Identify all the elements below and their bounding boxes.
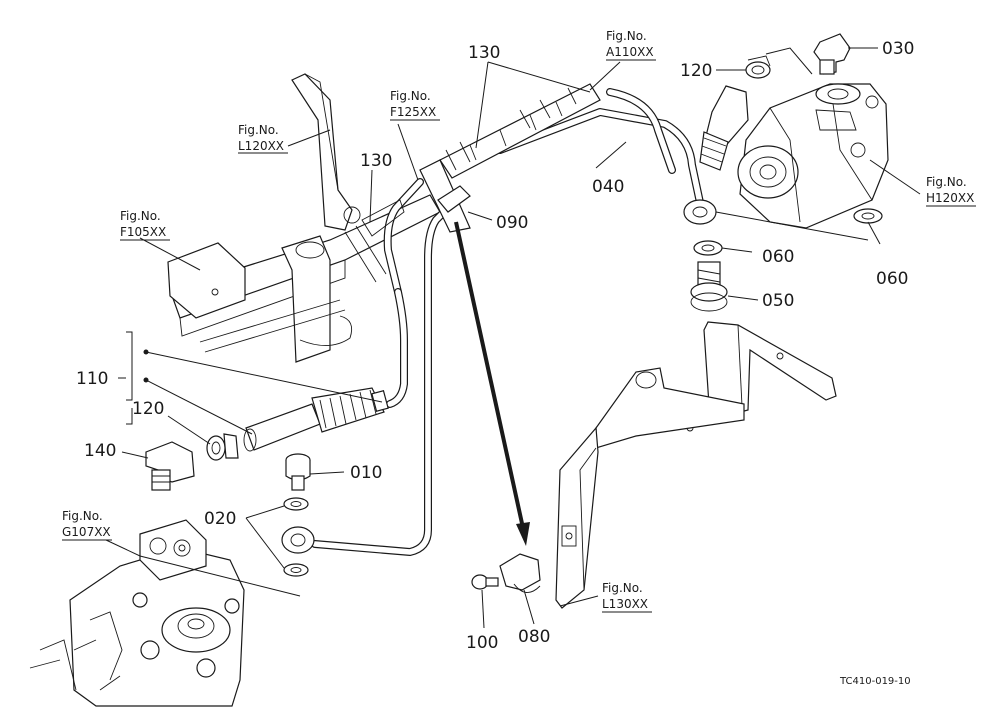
hose-top-right <box>699 85 749 171</box>
part-label-130-left: 130 <box>360 151 392 171</box>
part-label-050: 050 <box>762 291 794 311</box>
bolt-100 <box>471 574 499 590</box>
pump-h120 <box>737 83 889 229</box>
part-label-090: 090 <box>496 213 528 233</box>
part-label-140: 140 <box>84 441 116 461</box>
frame-bracket <box>167 73 441 363</box>
bolt-010 <box>285 453 311 491</box>
svg-text:Fig.No.: Fig.No. <box>606 29 647 43</box>
washer-060-upper <box>853 208 883 224</box>
figure-ref-h120: Fig.No. H120XX <box>926 175 976 207</box>
pipe-040 <box>496 108 706 216</box>
banjo-eye-upper <box>683 199 717 225</box>
drawing-code: TC410-019-10 <box>839 676 911 687</box>
svg-text:A110XX: A110XX <box>606 45 654 59</box>
part-label-040: 040 <box>592 177 624 197</box>
assembly-arrow <box>454 221 530 546</box>
svg-text:L120XX: L120XX <box>238 139 284 153</box>
banjo-bolt-050 <box>690 261 728 312</box>
svg-text:Fig.No.: Fig.No. <box>238 123 279 137</box>
leader-lines <box>105 47 921 629</box>
svg-text:G107XX: G107XX <box>62 525 111 539</box>
svg-text:F105XX: F105XX <box>120 225 166 239</box>
svg-text:Fig.No.: Fig.No. <box>62 509 103 523</box>
figure-ref-a110: Fig.No. A110XX <box>606 29 656 61</box>
elbow-fitting-140 <box>145 441 195 491</box>
washer-020-lower <box>283 563 309 577</box>
part-label-120-left: 120 <box>132 399 164 419</box>
pipe-090 <box>311 194 462 556</box>
svg-text:Fig.No.: Fig.No. <box>602 581 643 595</box>
part-label-010: 010 <box>350 463 382 483</box>
part-label-120-top: 120 <box>680 61 712 81</box>
washer-060-lower <box>693 240 723 256</box>
hose-clamp-120-top <box>745 55 771 79</box>
svg-text:Fig.No.: Fig.No. <box>120 209 161 223</box>
hose-clamp-120-left <box>206 433 239 461</box>
right-bracket <box>555 321 837 609</box>
pipe-upper-return <box>606 88 676 174</box>
banjo-eye-lower <box>281 526 315 554</box>
hose-fitting-090 <box>437 185 471 213</box>
part-label-130-top: 130 <box>468 43 500 63</box>
svg-text:F125XX: F125XX <box>390 105 436 119</box>
pump-g107 <box>29 519 245 707</box>
part-label-100: 100 <box>466 633 498 653</box>
pipe-mid-return <box>383 178 424 408</box>
part-label-030: 030 <box>882 39 914 59</box>
svg-text:L130XX: L130XX <box>602 597 648 611</box>
svg-text:H120XX: H120XX <box>926 191 974 205</box>
svg-text:Fig.No.: Fig.No. <box>926 175 967 189</box>
part-label-110: 110 <box>76 369 108 389</box>
washer-020-upper <box>283 497 309 511</box>
figure-ref-g107: Fig.No. G107XX <box>62 509 112 541</box>
figure-ref-f125: Fig.No. F125XX <box>390 89 440 121</box>
hose-110 <box>243 387 389 452</box>
figure-ref-l130: Fig.No. L130XX <box>602 581 652 613</box>
clamp-080 <box>499 553 541 593</box>
figure-ref-f105: Fig.No. F105XX <box>120 209 170 241</box>
elbow-fitting-030 <box>813 33 851 75</box>
part-label-060-b: 060 <box>876 269 908 289</box>
part-label-080: 080 <box>518 627 550 647</box>
svg-text:Fig.No.: Fig.No. <box>390 89 431 103</box>
part-label-060-a: 060 <box>762 247 794 267</box>
protective-sleeves-130 <box>344 83 601 283</box>
part-label-020: 020 <box>204 509 236 529</box>
figure-ref-l120: Fig.No. L120XX <box>238 123 288 154</box>
